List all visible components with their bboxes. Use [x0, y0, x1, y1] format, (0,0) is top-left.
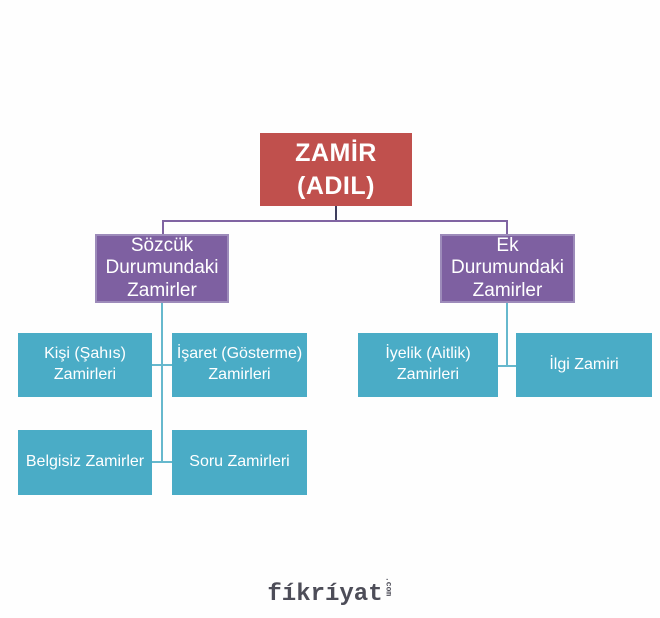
- root-label-line1: ZAMİR: [295, 139, 377, 167]
- leaf-label-line: Kişi (Şahıs): [44, 345, 126, 363]
- branch-right-label-line3: Zamirler: [472, 279, 543, 301]
- leaf-node-soru-zamirleri: Soru Zamirleri: [172, 430, 307, 495]
- leaf-label-line: Zamirleri: [53, 366, 117, 383]
- watermark-fikriyat: fíkríyat.com: [0, 577, 660, 608]
- leaf-node-isaret-gosterme-zamirleri: İşaret (Gösterme) Zamirleri: [172, 333, 307, 397]
- root-node-zamir: ZAMİR (ADIL): [260, 133, 412, 206]
- leaf-label-line: İşaret (Gösterme): [176, 345, 303, 363]
- branch-right-label-line1: Ek: [496, 234, 519, 256]
- leaf-node-iyelik-aitlik-zamirleri: İyelik (Aitlik) Zamirleri: [358, 333, 498, 397]
- branch-left-label-line2: Durumundaki: [105, 257, 219, 279]
- leaf-label-line: İlgi Zamiri: [549, 355, 619, 373]
- connector-branch-drop-right: [506, 220, 508, 235]
- leaf-node-kisi-sahis-zamirleri: Kişi (Şahıs) Zamirleri: [18, 333, 152, 397]
- leaf-label-line: Zamirleri: [396, 366, 460, 383]
- connector-leaf-row2-left: [148, 461, 175, 463]
- watermark-brand-text: fíkríyat: [267, 581, 383, 609]
- connector-branch-horizontal: [162, 220, 508, 222]
- leaf-node-belgisiz-zamirler: Belgisiz Zamirler: [18, 430, 152, 495]
- leaf-label-line: İyelik (Aitlik): [385, 345, 471, 363]
- root-label-line2: (ADIL): [297, 171, 375, 200]
- leaf-label-line: Zamirleri: [208, 366, 271, 383]
- branch-left-label-line1: Sözcük: [130, 234, 194, 256]
- branch-node-sozcuk-durumundaki: Sözcük Durumundaki Zamirler: [95, 234, 229, 303]
- connector-leaf-row1-right: [494, 365, 520, 367]
- branch-node-ek-durumundaki: Ek Durumundaki Zamirler: [440, 234, 575, 303]
- branch-right-label-line2: Durumundaki: [451, 257, 564, 279]
- connector-leaf-vertical-right: [506, 303, 508, 366]
- leaf-node-ilgi-zamiri: İlgi Zamiri: [516, 333, 652, 397]
- connector-leaf-row1-left: [148, 364, 175, 366]
- watermark-tld-text: .com: [383, 577, 393, 597]
- connector-branch-drop-left: [162, 220, 164, 235]
- leaf-label-line: Soru Zamirleri: [189, 453, 290, 471]
- branch-left-label-line3: Zamirler: [127, 279, 197, 301]
- leaf-label-line: Belgisiz Zamirler: [25, 453, 145, 471]
- connector-leaf-vertical-left: [161, 303, 163, 463]
- connector-root-stub: [335, 206, 337, 221]
